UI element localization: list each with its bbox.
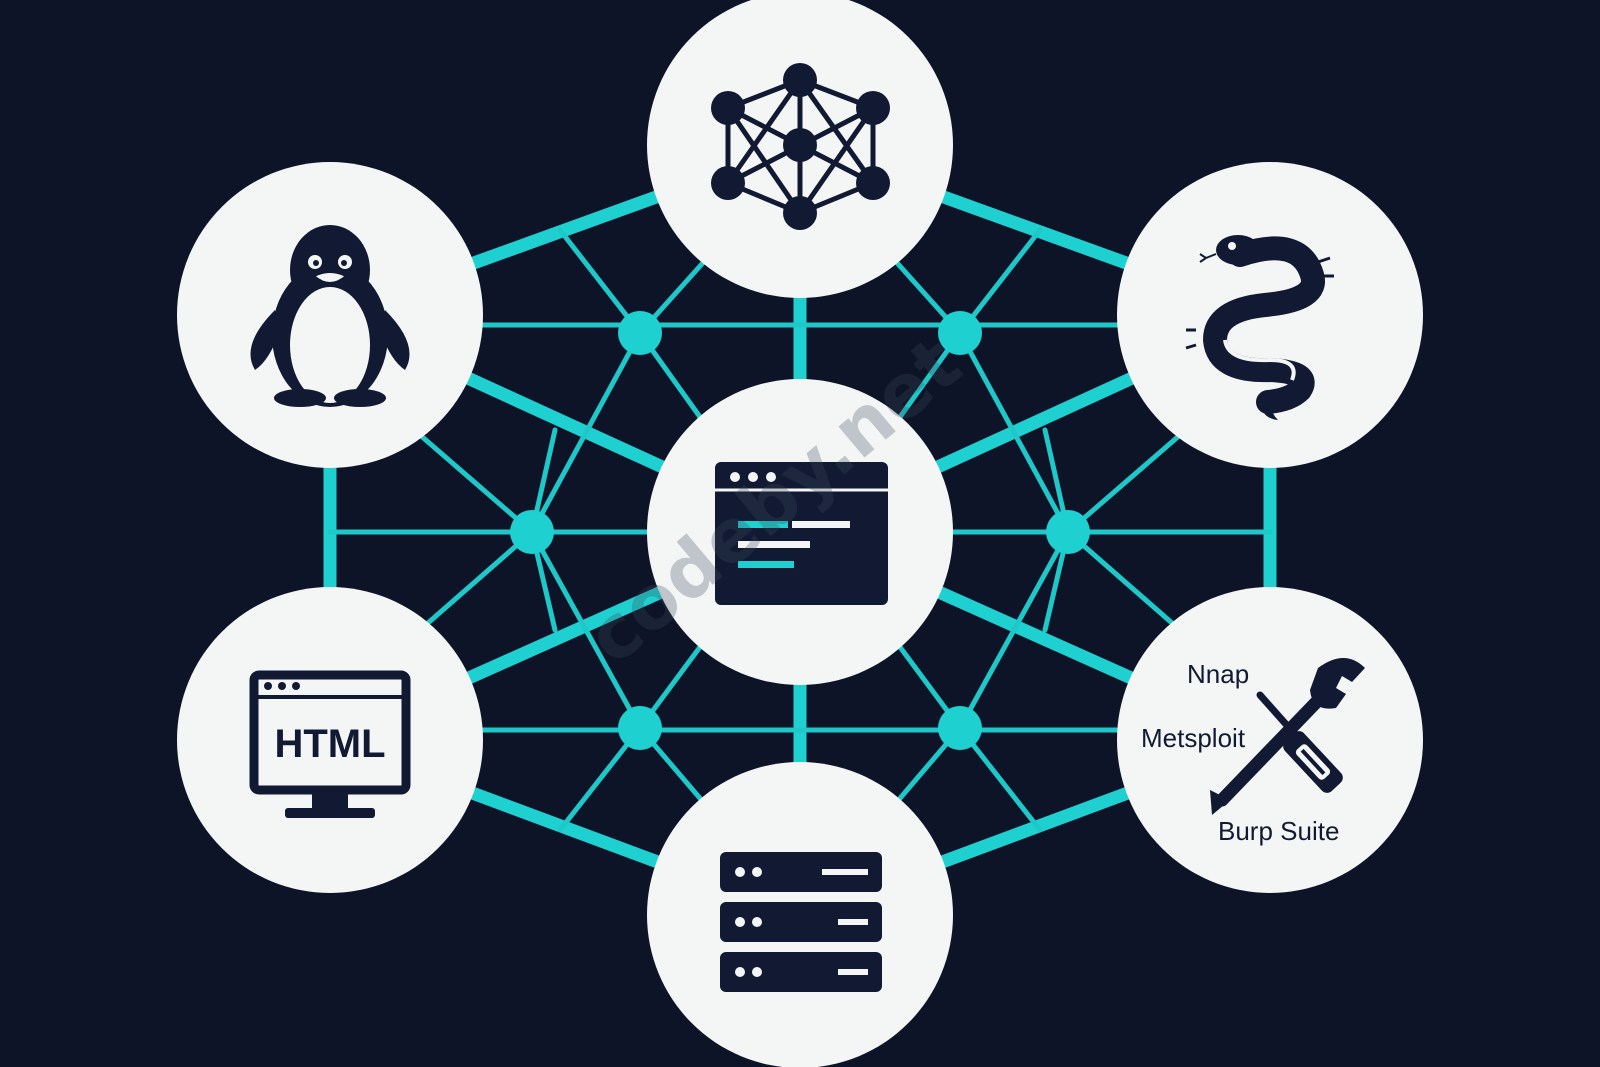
hub-dot (938, 706, 982, 750)
mesh-line (957, 529, 1071, 731)
tools-icon: Nnap Metsploit Burp Suite (1141, 658, 1365, 846)
hub-dots (510, 311, 1090, 750)
mesh-line (529, 529, 643, 731)
mesh-line (417, 529, 535, 633)
mesh-line (1065, 529, 1183, 633)
mesh-line (1065, 432, 1183, 535)
hub-dot (510, 510, 554, 554)
html-monitor-icon: HTML (249, 670, 411, 818)
hub-dot (618, 706, 662, 750)
html-label: HTML (274, 722, 385, 766)
server-rack-icon (720, 852, 882, 992)
tool-label-nmap: Nnap (1187, 659, 1249, 689)
hub-dot (938, 311, 982, 355)
python-snake-icon (1185, 235, 1334, 420)
node-center (647, 379, 953, 685)
node-bottom (647, 762, 953, 1067)
hub-dot (618, 311, 662, 355)
network-graph-icon (711, 63, 890, 230)
node-top-left (177, 162, 483, 468)
node-circle (177, 587, 483, 893)
mesh-line (529, 330, 643, 535)
hub-dot (1046, 510, 1090, 554)
tool-label-metasploit: Metsploit (1141, 723, 1246, 753)
tool-label-burp-suite: Burp Suite (1218, 816, 1339, 846)
linux-penguin-icon (250, 225, 410, 407)
mesh-line (957, 330, 1071, 535)
node-bottom-left: HTML (177, 587, 483, 893)
node-top-right (1117, 162, 1423, 468)
node-bottom-right: Nnap Metsploit Burp Suite (1117, 587, 1423, 893)
mesh-line (417, 432, 535, 535)
node-top (647, 0, 953, 298)
terminal-window-icon (715, 462, 888, 605)
